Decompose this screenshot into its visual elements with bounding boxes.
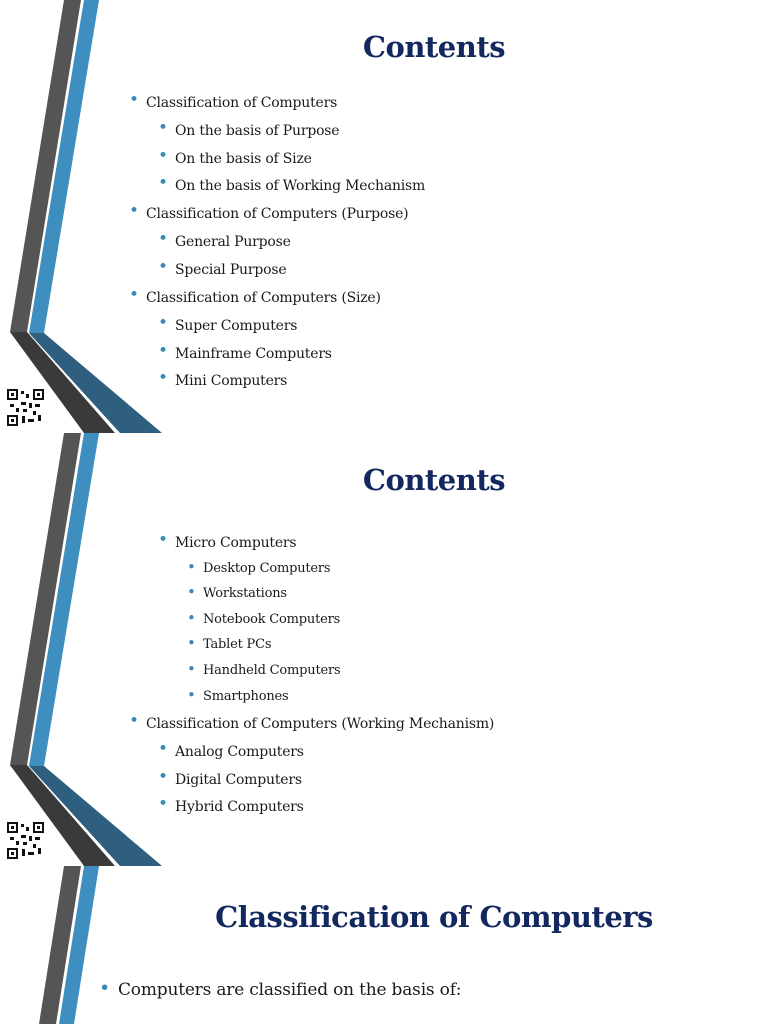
slide-title: Contents: [362, 463, 506, 497]
list-item: Smartphones: [187, 686, 289, 706]
list-item: Classification of Computers: [129, 91, 337, 112]
slide-1: Contents Classification of Computers On …: [0, 0, 768, 433]
slide-title: Classification of Computers: [215, 900, 653, 934]
slide-title: Contents: [362, 30, 506, 64]
slide-3: Classification of Computers Computers ar…: [0, 866, 768, 1024]
slide-decoration: [39, 866, 99, 1024]
slide-decoration: [10, 433, 162, 866]
list-item: General Purpose: [158, 230, 291, 251]
list-item: Classification of Computers (Working Mec…: [129, 712, 494, 733]
qr-code-icon: [7, 822, 44, 859]
list-item: On the basis of Size: [158, 147, 312, 168]
slide-2: Contents Micro Computers Desktop Compute…: [0, 433, 768, 866]
list-item: Micro Computers: [158, 531, 297, 552]
list-item: Classification of Computers (Purpose): [129, 202, 409, 223]
list-item: Hybrid Computers: [158, 795, 304, 816]
list-item: Classification of Computers (Size): [129, 286, 381, 307]
list-item: Mini Computers: [158, 369, 287, 390]
slide-decoration: [10, 0, 162, 433]
list-item: Handheld Computers: [187, 660, 341, 680]
list-item: Special Purpose: [158, 258, 287, 279]
qr-code-icon: [7, 389, 44, 426]
list-item: Super Computers: [158, 314, 297, 335]
list-item: Analog Computers: [158, 740, 304, 761]
list-item: On the basis of Purpose: [158, 119, 340, 140]
list-item: Mainframe Computers: [158, 342, 332, 363]
list-item: Tablet PCs: [187, 634, 272, 654]
list-item: Desktop Computers: [187, 558, 331, 578]
list-item: Notebook Computers: [187, 609, 340, 629]
list-item: Workstations: [187, 583, 287, 603]
list-item: On the basis of Working Mechanism: [158, 174, 425, 195]
list-item: Digital Computers: [158, 768, 302, 789]
list-item: Computers are classified on the basis of…: [99, 977, 462, 1001]
